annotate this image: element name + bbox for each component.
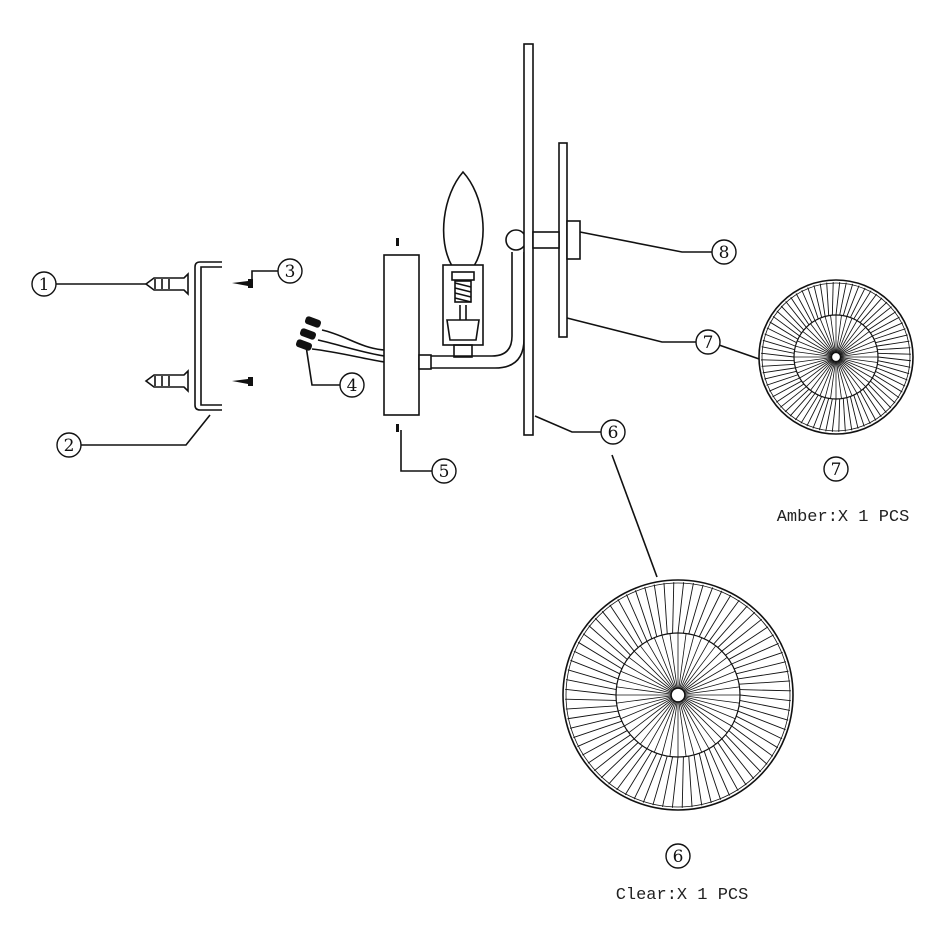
callout-c7: 7 <box>695 329 721 355</box>
callout-c5: 5 <box>431 458 457 484</box>
callout-number: 7 <box>703 333 714 353</box>
callout-c3: 3 <box>277 258 303 284</box>
callout-number: 8 <box>719 243 730 263</box>
screw-icon <box>232 279 253 386</box>
callout-c6: 6 <box>600 419 626 445</box>
bulb-holder-icon <box>442 170 484 358</box>
glass-panel-6-side <box>523 43 534 436</box>
leader-lines <box>56 231 763 578</box>
callout-c8: 8 <box>711 239 737 265</box>
callout-number: 2 <box>64 436 75 456</box>
callout-number: 1 <box>39 275 50 295</box>
callout-number: 6 <box>673 847 684 867</box>
callout-number: 6 <box>608 423 619 443</box>
mounting-bracket-icon <box>194 261 222 411</box>
wall-anchor-icon <box>144 272 189 393</box>
glass-panel-7-side <box>558 142 568 338</box>
clear-caption: Clear:X 1 PCS <box>615 886 749 905</box>
callout-c7b: 7 <box>823 456 849 482</box>
callout-number: 5 <box>439 462 450 482</box>
amber-caption: Amber:X 1 PCS <box>776 508 910 527</box>
callout-number: 3 <box>285 262 296 282</box>
callout-number: 4 <box>347 376 358 396</box>
callout-c1: 1 <box>31 271 57 297</box>
panel-connector-icon <box>532 220 581 260</box>
callout-c4: 4 <box>339 372 365 398</box>
wire-connector-icon <box>295 316 385 363</box>
backplate-icon <box>383 238 420 432</box>
callout-c6b: 6 <box>665 843 691 869</box>
callout-number: 7 <box>831 460 842 480</box>
clear-glass-disc <box>562 579 794 811</box>
callout-c2: 2 <box>56 432 82 458</box>
amber-glass-disc <box>758 279 914 435</box>
